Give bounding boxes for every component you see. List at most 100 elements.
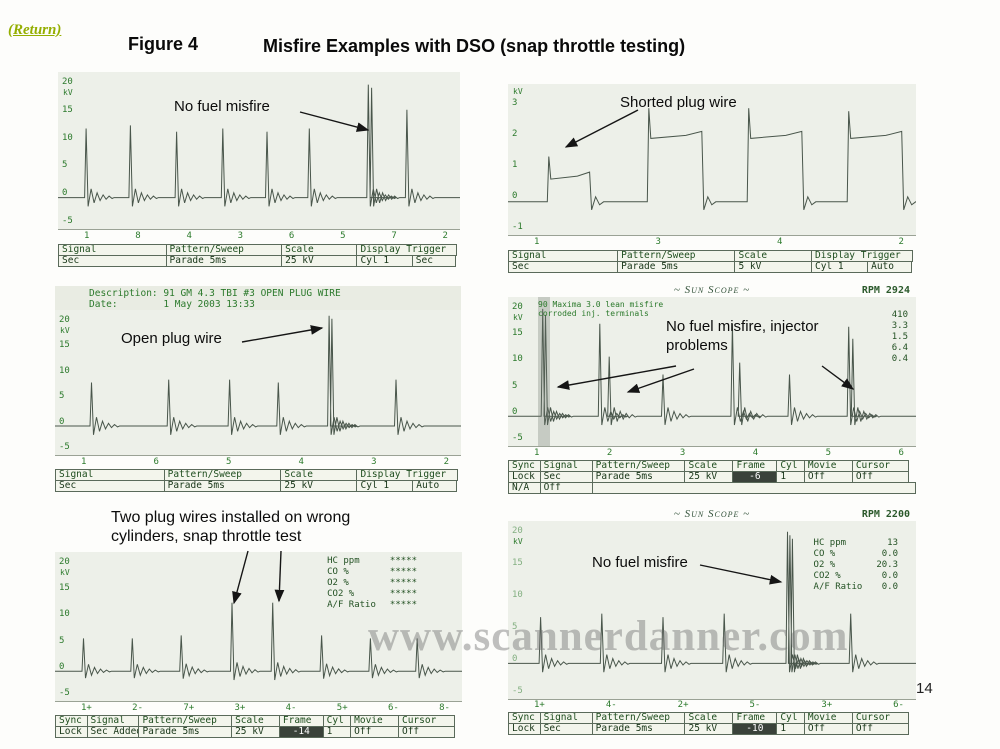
- status-value-cell: Sec: [411, 255, 456, 267]
- sun-scope-header: ~ Sun Scope ~: [508, 284, 916, 297]
- y-axis-label: 15: [59, 583, 70, 594]
- scope-panel-crossed-plug-wires: Two plug wires installed on wrong cylind…: [55, 506, 462, 739]
- ignition-waveform: [55, 315, 461, 435]
- cylinder-label: 1+: [534, 700, 545, 710]
- figure-label: Figure 4: [128, 34, 199, 54]
- cylinder-labels: 1+2-7+3+4-5+6-8-: [81, 703, 450, 715]
- status-value-cell: Lock: [55, 726, 88, 738]
- status-value-cell: Lock: [508, 723, 541, 735]
- y-axis-label: 5: [59, 391, 65, 402]
- y-axis-label: 5: [512, 622, 518, 632]
- cylinder-label: 1+: [81, 703, 92, 713]
- y-axis-label: -5: [512, 432, 523, 443]
- y-axis-unit: kV: [63, 88, 73, 97]
- y-axis-label: 15: [62, 104, 73, 115]
- y-axis-label: -1: [512, 222, 523, 232]
- y-axis-label: 5: [512, 380, 518, 391]
- y-axis-label: 20: [62, 77, 73, 87]
- y-axis-label: -5: [62, 215, 73, 226]
- scope-brand: ~ Sun Scope ~: [673, 508, 751, 520]
- y-axis-label: 0: [512, 654, 518, 664]
- annotation-injector-problems: No fuel misfire, injector: [666, 318, 819, 335]
- cylinder-label: 1: [84, 231, 90, 241]
- cylinder-label: 3: [371, 457, 377, 467]
- ignition-waveform: [508, 308, 916, 426]
- cylinder-label: 6-: [893, 700, 904, 710]
- status-value-cell: Parade 5ms: [138, 726, 233, 738]
- gas-reading-value: 0.0: [881, 549, 898, 559]
- gas-reading-label: HC ppm: [813, 538, 847, 548]
- y-axis-unit: kV: [513, 87, 523, 96]
- status-value-cell: Parade 5ms: [165, 255, 283, 267]
- cylinder-label: 5: [226, 457, 232, 467]
- y-axis-label: 10: [59, 609, 70, 620]
- status-value-cell: 25 kV: [281, 255, 358, 267]
- status-value-cell: Off: [539, 482, 593, 494]
- y-axis-label: 0: [62, 188, 68, 199]
- cylinder-labels: 1+4-2+5-3+6-: [534, 700, 904, 712]
- status-value-cell: Cyl 1: [356, 480, 414, 492]
- y-axis-label: 3: [512, 98, 518, 108]
- status-value-cell: 25 kV: [280, 480, 358, 492]
- status-value-cell: 1: [776, 723, 805, 735]
- cylinder-label: 4: [186, 231, 192, 241]
- y-axis-unit: kV: [60, 326, 70, 335]
- status-value-cell: 1: [322, 726, 352, 738]
- cylinder-label: 2: [442, 231, 448, 241]
- gas-reading-value: 13: [887, 538, 898, 548]
- status-value-cell: Sec Added: [86, 726, 140, 738]
- rpm-readout: RPM 2924: [861, 285, 910, 296]
- y-axis-label: 20: [512, 302, 523, 312]
- y-axis-label: -5: [512, 686, 523, 696]
- cylinder-label: 6: [288, 231, 295, 241]
- y-axis-unit: kV: [513, 313, 523, 322]
- y-axis-label: -5: [59, 687, 70, 698]
- sun-scope-header: ~ Sun Scope ~: [508, 508, 916, 521]
- y-axis-label: 0: [59, 661, 65, 672]
- gas-reading-label: CO2 %: [813, 571, 841, 581]
- gas-reading-label: A/F Ratio: [327, 600, 376, 610]
- gas-reading-value: *****: [389, 556, 417, 566]
- status-value-cell: 5 kV: [734, 261, 812, 273]
- cylinder-label: 6: [153, 457, 159, 467]
- cursor-band: [538, 297, 550, 446]
- scope-brand: ~ Sun Scope ~: [673, 284, 751, 296]
- cylinder-label: 2: [606, 448, 613, 458]
- return-link[interactable]: (Return): [8, 22, 62, 38]
- status-value-cell: Auto: [412, 480, 457, 492]
- y-axis-label: 5: [59, 635, 65, 646]
- y-axis-label: 20: [59, 315, 70, 325]
- page-number: 14: [916, 680, 933, 697]
- annotation-injector-problems-line2: problems: [666, 337, 728, 354]
- status-value-cell: Off: [397, 726, 455, 738]
- y-axis-label: 10: [62, 132, 73, 143]
- cylinder-label: 4: [777, 237, 783, 247]
- cylinder-label: 2-: [132, 703, 143, 713]
- status-value-cell: Sec: [508, 261, 619, 273]
- status-value-cell: Sec: [539, 723, 593, 735]
- annotation-no-fuel-misfire: No fuel misfire: [592, 554, 688, 571]
- gas-reading-value: 1.5: [891, 332, 908, 342]
- status-value-cell: Parade 5ms: [591, 723, 686, 735]
- cylinder-label: 6: [898, 448, 904, 458]
- y-axis-label: 15: [59, 340, 70, 351]
- vehicle-note-line: 90 Maxima 3.0 lean misfire: [538, 300, 664, 309]
- cylinder-label: 4-: [285, 703, 297, 713]
- cylinder-label: 3+: [821, 700, 833, 710]
